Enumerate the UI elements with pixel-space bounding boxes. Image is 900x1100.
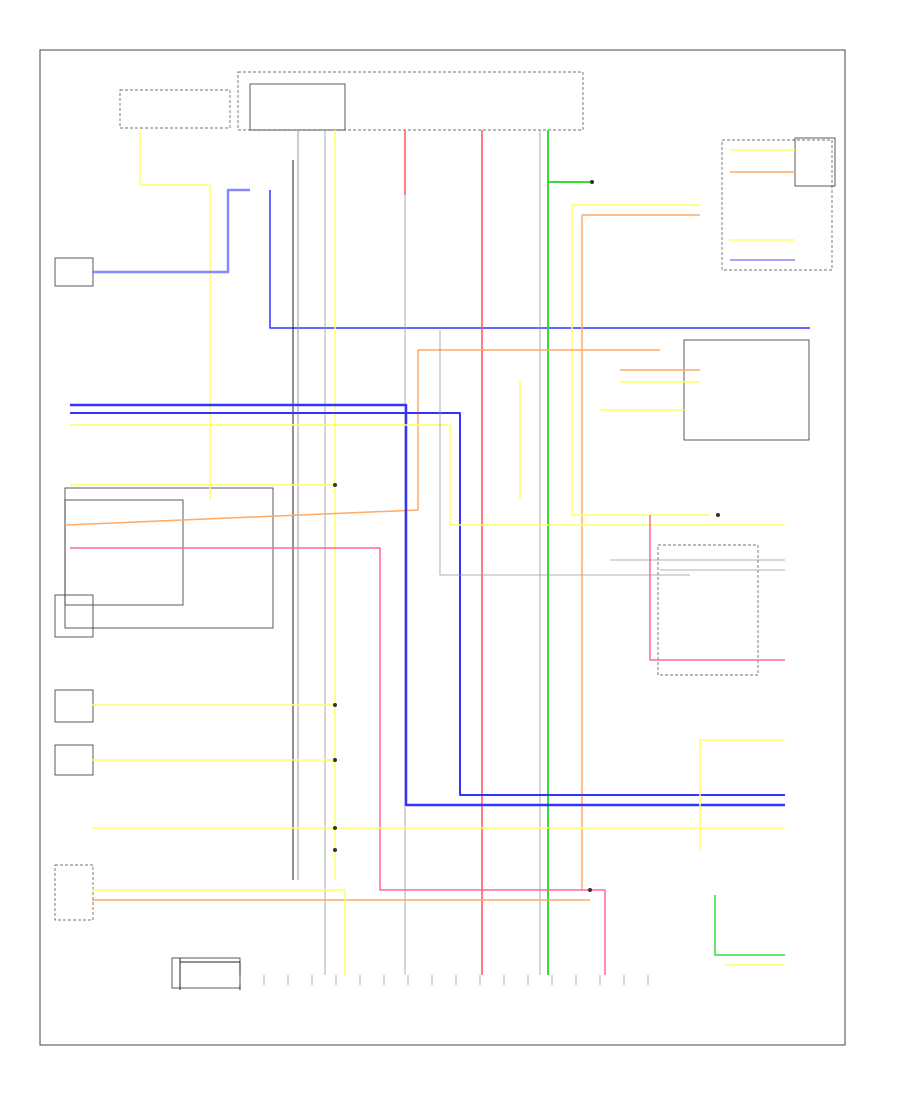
splice-dot-6 bbox=[588, 888, 592, 892]
left-connector-box-2 bbox=[64, 499, 184, 606]
splice-dot-7 bbox=[590, 180, 594, 184]
wire-pink-25 bbox=[649, 515, 785, 661]
relay-box bbox=[249, 83, 346, 131]
splice-dot-3 bbox=[333, 826, 337, 830]
wire-blue-2 bbox=[269, 190, 810, 329]
right-module-bottom bbox=[657, 544, 759, 676]
wire-black-45 bbox=[180, 961, 241, 990]
wire-yellow-30 bbox=[92, 889, 346, 975]
wire-blue-20 bbox=[70, 403, 785, 807]
vehicle-speed-sensor-box bbox=[54, 257, 94, 287]
left-sensor-box-a bbox=[54, 594, 94, 638]
wire-yellow-0 bbox=[139, 130, 211, 500]
fuse-box-outline bbox=[237, 71, 584, 131]
splice-dot-5 bbox=[716, 513, 720, 517]
right-module-top bbox=[721, 139, 833, 271]
left-sensor-box-c bbox=[54, 744, 94, 776]
wire-yellow-22 bbox=[70, 424, 785, 526]
wire-orange-17 bbox=[64, 350, 419, 526]
left-sensor-box-b bbox=[54, 689, 94, 723]
wire-light_blue-1 bbox=[92, 188, 250, 274]
diagram-border bbox=[39, 49, 846, 1046]
left-connector-box-1 bbox=[64, 487, 274, 629]
wires-layer bbox=[64, 130, 810, 990]
diagnostic-connector-pins bbox=[239, 975, 649, 985]
wire-blue-21 bbox=[70, 412, 785, 796]
top-left-module bbox=[119, 89, 231, 129]
right-module-middle bbox=[683, 339, 810, 441]
wire-yellow-16 bbox=[571, 205, 710, 516]
wire-gray-41 bbox=[439, 330, 690, 576]
wire-yellow-31 bbox=[699, 739, 785, 850]
splice-dot-4 bbox=[333, 848, 337, 852]
splice-dot-0 bbox=[333, 483, 337, 487]
tire-pressure-box bbox=[54, 864, 94, 921]
splice-dot-2 bbox=[333, 758, 337, 762]
splice-dot-1 bbox=[333, 703, 337, 707]
right-module-upper-box bbox=[794, 137, 836, 187]
wire-pink-24 bbox=[70, 547, 606, 975]
wire-green-32 bbox=[714, 895, 785, 956]
